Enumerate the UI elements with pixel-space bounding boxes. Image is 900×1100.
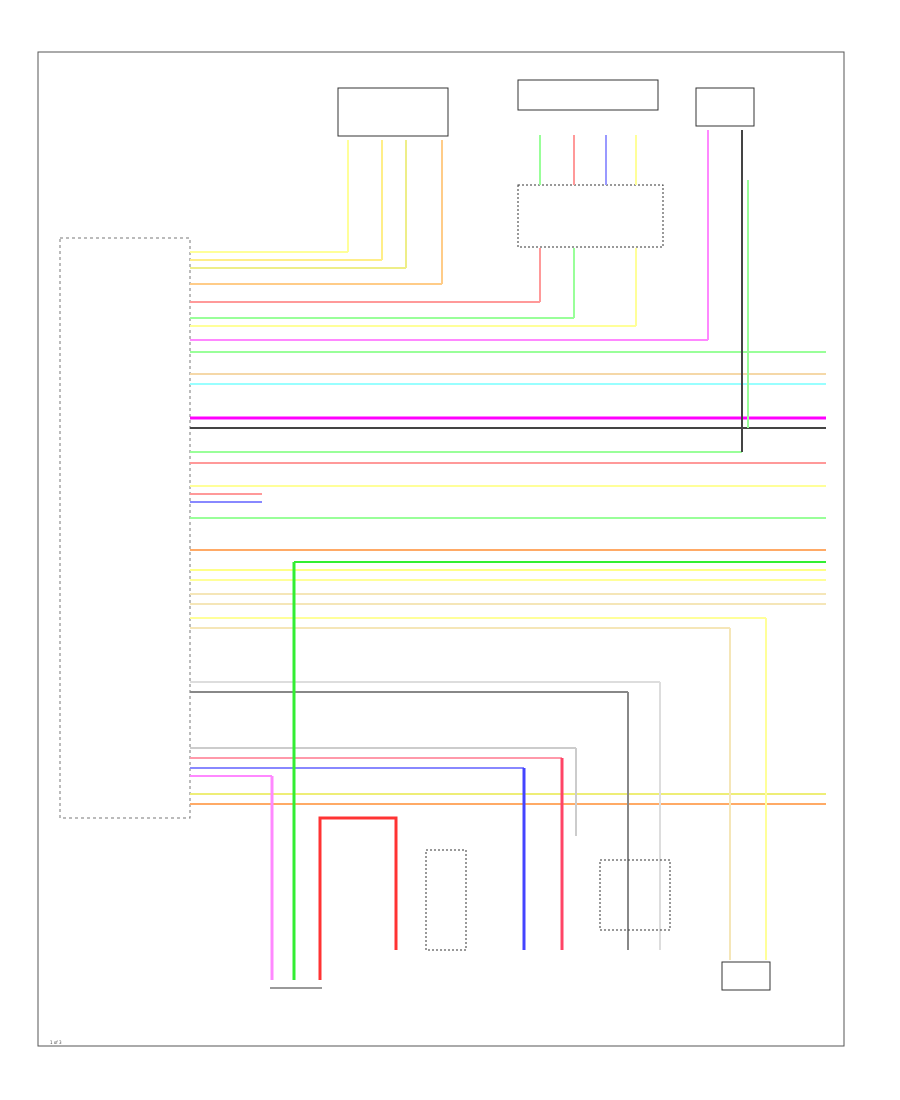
- vwire-red-big: [318, 816, 398, 980]
- belt-switch-component: [425, 849, 467, 951]
- horizontal-wires: [190, 251, 826, 805]
- page-ref-text: 1 of 3: [50, 1040, 62, 1045]
- clockspring-component: [517, 79, 659, 111]
- pretensioner-component: [599, 859, 671, 931]
- seat-belt-buckle-sensor: [695, 87, 755, 127]
- side-airbag-sensor: [721, 961, 771, 991]
- airbag-module-outline: [59, 237, 191, 819]
- inflator-module: [517, 184, 664, 248]
- front-occupant-sensor-connector: [337, 87, 449, 137]
- vertical-wires: [270, 130, 767, 980]
- diagram-frame: [37, 51, 845, 1047]
